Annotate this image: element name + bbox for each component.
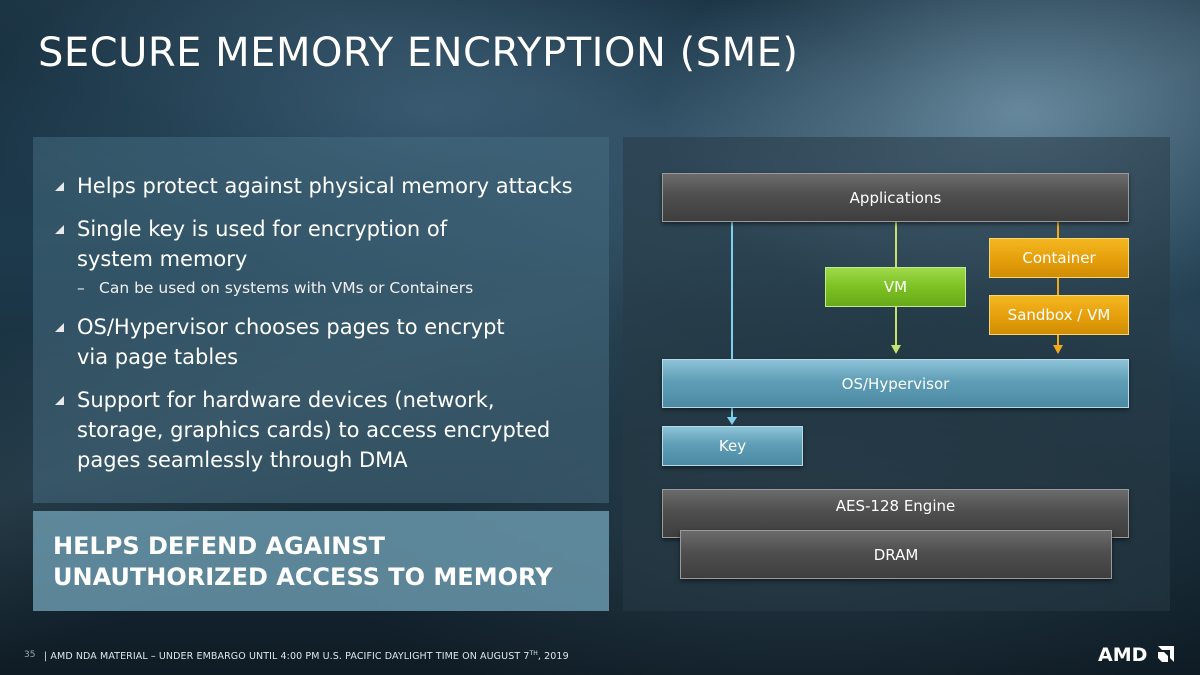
applications-box: Applications [662, 173, 1129, 222]
os-hypervisor-label: OS/Hypervisor [841, 374, 950, 393]
bullet-list: Helps protect against physical memory at… [55, 171, 595, 488]
footer-disclaimer-superscript: TH [529, 650, 538, 657]
bullet-text: OS/Hypervisor chooses pages to encrypt v… [77, 315, 505, 369]
container-label: Container [1022, 249, 1096, 267]
bullet-text: Support for hardware devices (network, s… [77, 388, 551, 472]
dram-box: DRAM [680, 530, 1112, 579]
triangle-bullet-icon [55, 323, 64, 332]
os-hypervisor-box: OS/Hypervisor [662, 359, 1129, 408]
bullet-text: Single key is used for encryption of sys… [77, 217, 448, 271]
dash-bullet-icon: – [77, 279, 85, 297]
callout-text: HELPS DEFEND AGAINST UNAUTHORIZED ACCESS… [53, 532, 553, 591]
triangle-bullet-icon [55, 225, 64, 234]
vm-box: VM [825, 267, 966, 307]
bullet-item: Support for hardware devices (network, s… [55, 385, 587, 475]
slide-title: SECURE MEMORY ENCRYPTION (SME) [38, 30, 799, 76]
amd-logo-text: AMD [1098, 644, 1147, 665]
footer-disclaimer: | AMD NDA MATERIAL – UNDER EMBARGO UNTIL… [44, 650, 569, 662]
triangle-bullet-icon [55, 396, 64, 405]
applications-label: Applications [849, 188, 942, 207]
bullet-item: OS/Hypervisor chooses pages to encrypt v… [55, 312, 507, 372]
sub-bullet-text: Can be used on systems with VMs or Conta… [99, 279, 474, 297]
triangle-bullet-icon [55, 182, 64, 191]
dram-label: DRAM [873, 545, 919, 564]
footer-disclaimer-year: , 2019 [537, 651, 569, 663]
footer-disclaimer-text: | AMD NDA MATERIAL – UNDER EMBARGO UNTIL… [44, 651, 530, 663]
bullet-item: Helps protect against physical memory at… [55, 171, 595, 201]
bullet-panel: Helps protect against physical memory at… [33, 137, 609, 503]
key-label: Key [718, 437, 747, 455]
bullet-item: Single key is used for encryption of sys… [55, 214, 457, 274]
key-box: Key [662, 426, 803, 466]
aes-engine-label: AES-128 Engine [835, 497, 956, 515]
vm-label: VM [883, 278, 908, 296]
callout-box: HELPS DEFEND AGAINST UNAUTHORIZED ACCESS… [33, 511, 609, 611]
page-number: 35 [24, 650, 36, 660]
container-box: Container [989, 238, 1129, 278]
sandbox-vm-box: Sandbox / VM [989, 295, 1129, 335]
sub-bullet-item: – Can be used on systems with VMs or Con… [55, 277, 595, 299]
aes-engine-box: AES-128 Engine [662, 489, 1129, 538]
bullet-text: Helps protect against physical memory at… [77, 174, 573, 198]
amd-logo-icon: AMD [1098, 644, 1174, 665]
sandbox-vm-label: Sandbox / VM [1007, 306, 1111, 324]
